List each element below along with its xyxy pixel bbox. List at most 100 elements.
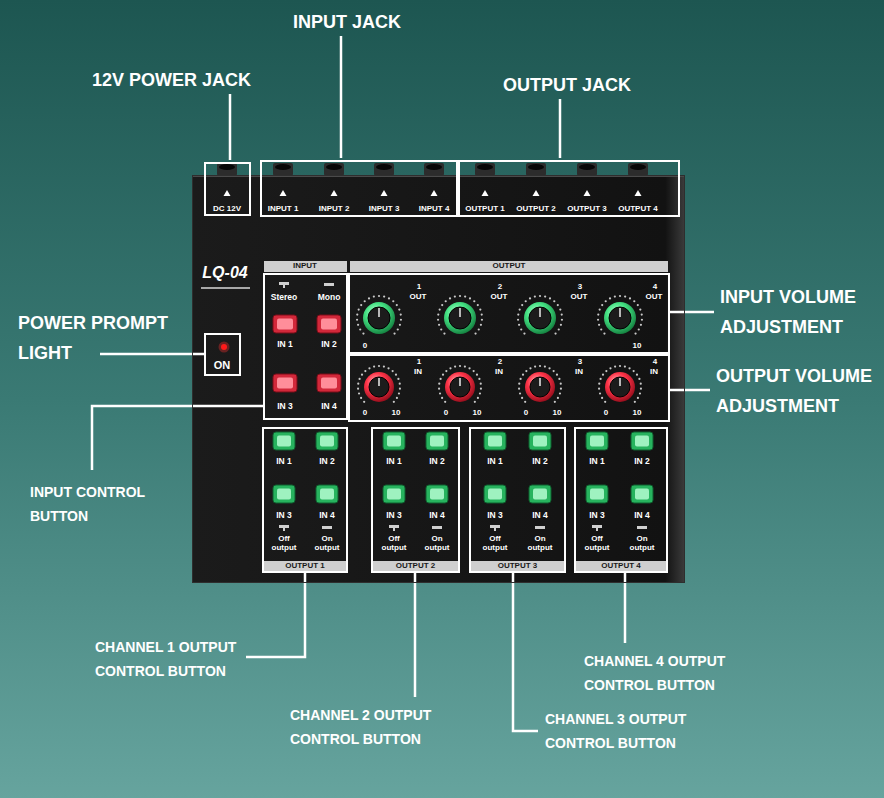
scale-dot <box>557 304 559 306</box>
red-knob <box>598 365 642 403</box>
scale-dot <box>454 296 456 298</box>
scale-dot <box>443 332 445 334</box>
button-face <box>488 436 502 447</box>
button-body <box>586 485 608 503</box>
scale-dot <box>639 392 641 394</box>
jack-hole <box>579 164 595 170</box>
scale-dot <box>634 332 636 334</box>
scale-dot <box>454 365 456 367</box>
knob-pointer <box>619 378 621 386</box>
button-label: IN 2 <box>319 457 335 466</box>
knob-pointer <box>539 378 541 386</box>
scale-dot <box>395 374 397 376</box>
jack-hole <box>477 164 493 170</box>
scale-dot <box>599 378 601 380</box>
output-jack-box: OUTPUT 1OUTPUT 2OUTPUT 3OUTPUT 4 <box>458 160 680 217</box>
knob-ring <box>524 302 556 334</box>
scale-dot <box>400 313 402 315</box>
scale-dot <box>364 300 366 302</box>
input-button-box: INPUTStereoMonoIN 1IN 2IN 3IN 4 <box>263 273 348 420</box>
scale-dot <box>464 365 466 367</box>
audio-jack <box>273 163 293 196</box>
button-body <box>631 432 653 450</box>
button-body <box>273 432 295 450</box>
button-label: IN 1 <box>589 457 605 466</box>
scale-dot <box>628 367 630 369</box>
leader-line <box>100 353 204 356</box>
knob-scale-label: 0 <box>444 409 448 417</box>
button-face <box>277 378 293 389</box>
jack-group <box>217 163 648 196</box>
channel-output-box: IN 1IN 2IN 3IN 4Off outputOn outputOUTPU… <box>262 427 348 573</box>
switch-icon <box>592 525 602 531</box>
button-face <box>321 378 337 389</box>
button-label: IN 4 <box>532 511 548 520</box>
leader-line <box>559 99 562 158</box>
red-button <box>273 374 297 392</box>
scale-dot <box>521 397 523 399</box>
scale-dot <box>519 392 521 394</box>
scale-dot <box>600 328 602 330</box>
knob-ring <box>604 302 636 334</box>
button-body <box>426 485 448 503</box>
green-button <box>426 485 448 503</box>
switch-icon <box>432 526 442 529</box>
scale-dot <box>477 397 479 399</box>
switch-cap <box>324 283 334 286</box>
audio-jack <box>526 163 546 196</box>
scale-dot <box>441 304 443 306</box>
scale-dot <box>634 401 636 403</box>
callout-label: CHANNEL 4 OUTPUT CONTROL BUTTON <box>584 649 736 697</box>
scale-dot <box>357 324 359 326</box>
scale-dot <box>397 378 399 380</box>
button-body <box>529 432 551 450</box>
knob-scale-label: 2 <box>498 358 502 366</box>
scale-dot <box>439 392 441 394</box>
button-label: IN 2 <box>634 457 650 466</box>
switch-stem <box>494 528 496 531</box>
knob-scale-label: 2 <box>498 283 502 291</box>
green-button <box>484 432 506 450</box>
scale-dot <box>559 392 561 394</box>
knob-pointer <box>459 378 461 386</box>
button-face <box>320 489 334 500</box>
scale-dot <box>393 401 395 403</box>
button-face <box>635 436 649 447</box>
button-face <box>590 489 604 500</box>
scale-dot <box>601 397 603 399</box>
scale-dot <box>392 300 394 302</box>
scale-dot <box>399 324 401 326</box>
indicator-label: ON <box>214 360 231 371</box>
callout-label: CHANNEL 1 OUTPUT CONTROL BUTTON <box>95 635 247 683</box>
red-knob <box>357 365 401 403</box>
green-button <box>316 432 338 450</box>
section-band-label: OUTPUT 4 <box>601 562 641 570</box>
knob-scale-label: 0 <box>604 409 608 417</box>
green-button <box>484 485 506 503</box>
scale-dot <box>624 296 626 298</box>
switch-icon <box>535 526 545 529</box>
switch-label: On output <box>626 534 658 552</box>
green-button <box>586 485 608 503</box>
scale-dot <box>553 300 555 302</box>
knob-scale-label: 1 <box>417 283 421 291</box>
scale-dot <box>641 313 643 315</box>
scale-dot <box>378 365 380 367</box>
button-face <box>387 436 401 447</box>
button-body <box>273 485 295 503</box>
scale-dot <box>398 392 400 394</box>
switch-icon <box>279 282 289 288</box>
scale-dot <box>440 328 442 330</box>
section-band-label: OUTPUT <box>493 262 526 270</box>
red-knob-row: 1IN2IN3IN4IN010010010010 <box>348 354 670 422</box>
button-label: IN 2 <box>532 457 548 466</box>
scale-dot <box>479 392 481 394</box>
scale-dot <box>633 370 635 372</box>
scale-dot <box>360 304 362 306</box>
scale-dot <box>373 296 375 298</box>
green-button <box>586 432 608 450</box>
scale-dot <box>519 378 521 380</box>
knob-scale-label: 3 <box>578 283 582 291</box>
section-band <box>471 561 564 571</box>
scale-dot <box>474 332 476 334</box>
